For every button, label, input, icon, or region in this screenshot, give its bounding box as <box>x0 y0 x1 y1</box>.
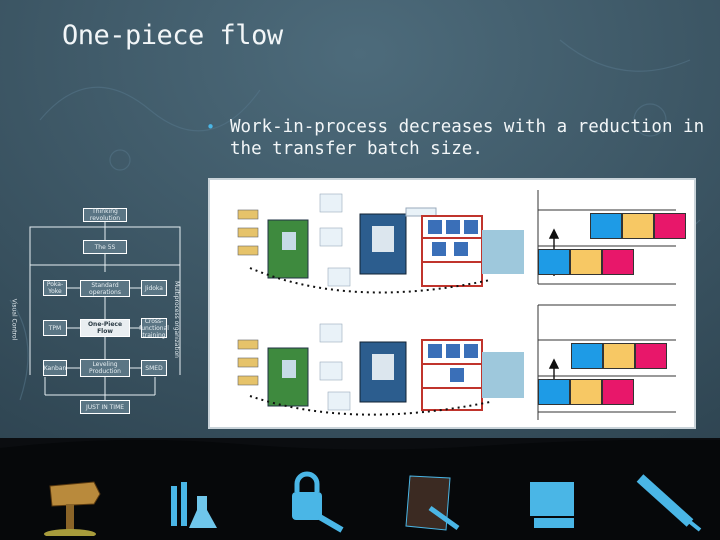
wip-unit-pink-top-2 <box>602 249 634 275</box>
padlock-key-icon <box>292 471 344 533</box>
wip-unit-blue-bottom-2 <box>538 379 570 405</box>
batch-flow-illustration <box>208 178 696 429</box>
box-poka-yoke: Poka-Yoke <box>43 280 67 296</box>
wip-unit-pink-bottom <box>635 343 667 369</box>
factory-illustration <box>237 190 676 420</box>
wip-unit-yellow-bottom <box>603 343 635 369</box>
lab-flask-icon <box>171 482 217 528</box>
wip-unit-blue-top <box>590 213 622 239</box>
box-leveling-production: Leveling Production <box>80 359 130 377</box>
box-smed: SMED <box>141 360 167 376</box>
bullet-text: Work-in-process decreases with a reducti… <box>230 117 705 159</box>
top-line <box>237 193 524 294</box>
bullet-point-icon: • <box>206 118 216 136</box>
wip-axes <box>537 190 676 420</box>
box-tpm: TPM <box>43 320 67 336</box>
wip-unit-yellow-top <box>622 213 654 239</box>
box-one-piece-flow: One-Piece Flow <box>80 319 130 337</box>
diagram-connectors <box>29 222 181 400</box>
bullet-item: • Work-in-process decreases with a reduc… <box>206 116 708 160</box>
label-visual-control: Visual Control <box>10 298 18 341</box>
computer-icon <box>530 482 574 528</box>
wip-unit-pink-top <box>654 213 686 239</box>
document-wrench-icon <box>405 475 460 531</box>
box-thinking-revolution: Thinking revolution <box>83 208 127 222</box>
box-jidoka: Jidoka <box>141 280 167 296</box>
wip-unit-yellow-top-2 <box>570 249 602 275</box>
wip-unit-yellow-bottom-2 <box>570 379 602 405</box>
satellite-icon <box>636 474 702 532</box>
slide-title: One-piece flow <box>62 20 283 51</box>
wip-unit-pink-bottom-2 <box>602 379 634 405</box>
wip-unit-blue-bottom <box>571 343 603 369</box>
wip-unit-blue-top-2 <box>538 249 570 275</box>
footer-icon-bar <box>0 438 720 540</box>
box-cross-functional-training: Cross-functional training <box>139 317 169 339</box>
signpost-icon <box>44 481 101 536</box>
box-standard-operations: Standard operations <box>80 280 130 297</box>
bottom-line <box>237 323 524 416</box>
box-just-in-time: JUST IN TIME <box>80 400 130 414</box>
box-5s: The 5S <box>83 240 127 254</box>
label-multiprocess-organization: Multiprocess organization <box>172 281 180 358</box>
box-kanban: Kanban <box>43 360 67 376</box>
lean-diagram: Thinking revolution The 5S Standard oper… <box>10 200 195 425</box>
